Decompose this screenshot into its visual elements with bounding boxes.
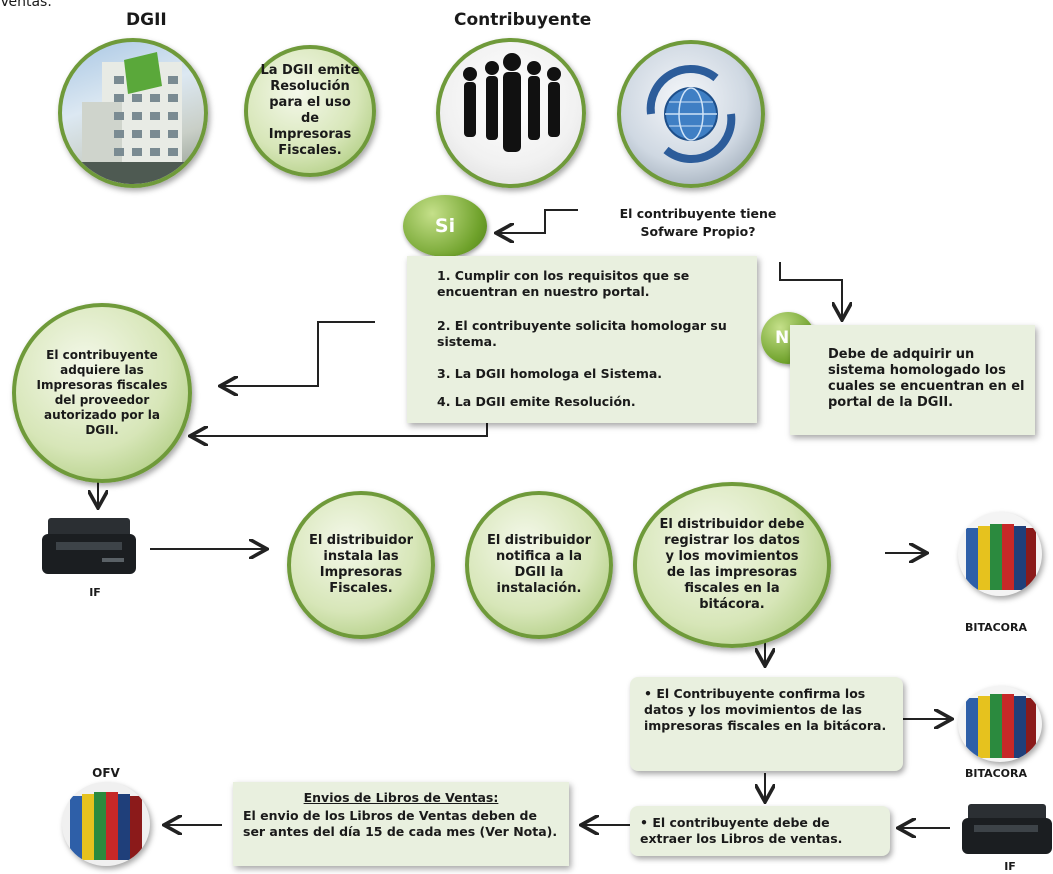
dgii-resolution-circle: La DGII emite Resolución para el uso de … bbox=[244, 45, 376, 177]
header-contribuyente: Contribuyente bbox=[454, 10, 592, 30]
notify-text: El distribuidor notifica a la DGII la in… bbox=[486, 533, 592, 596]
arrow-question-to-no bbox=[779, 262, 842, 318]
question-text: El contribuyente tiene Sofware Propio? bbox=[619, 206, 777, 239]
si-item-1: 1. Cumplir con los requisitos que se enc… bbox=[437, 268, 690, 299]
if-label-1: IF bbox=[89, 586, 101, 599]
acquire-printers-text: El contribuyente adquiere las Impresoras… bbox=[36, 348, 168, 437]
if-label-2: IF bbox=[1004, 860, 1016, 873]
dgii-building-image bbox=[58, 38, 208, 188]
arrow-box-to-acquire bbox=[192, 422, 488, 436]
envios-title: Envios de Libros de Ventas: bbox=[303, 790, 499, 805]
bitacora-binders-image-1 bbox=[958, 512, 1042, 596]
fiscal-printer-icon bbox=[42, 518, 136, 574]
software-globe-image bbox=[617, 40, 765, 188]
header-dgii: DGII bbox=[126, 10, 167, 30]
confirm-box: • El Contribuyente confirma los datos y … bbox=[630, 677, 903, 771]
binders-icon bbox=[70, 792, 142, 860]
acquire-printers-circle: El contribuyente adquiere las Impresoras… bbox=[12, 303, 192, 483]
register-text: El distribuidor debe registrar los datos… bbox=[659, 517, 805, 612]
no-box: Debe de adquirir un sistema homologado l… bbox=[790, 325, 1035, 435]
contribuyente-people-image bbox=[436, 38, 586, 188]
bitacora-label-1: BITACORA bbox=[964, 621, 1028, 634]
binders-icon bbox=[966, 524, 1036, 590]
si-badge: Si bbox=[403, 195, 487, 257]
install-circle: El distribuidor instala las Impresoras F… bbox=[287, 491, 435, 639]
dgii-resolution-text: La DGII emite Resolución para el uso de … bbox=[260, 63, 360, 158]
fiscal-printer-icon bbox=[962, 804, 1052, 854]
extract-box: • El contribuyente debe de extraer los L… bbox=[630, 806, 890, 856]
si-item-2: 2. El contribuyente solicita homologar s… bbox=[437, 318, 727, 349]
install-text: El distribuidor instala las Impresoras F… bbox=[308, 533, 414, 596]
envios-box: Envios de Libros de Ventas: El envio de … bbox=[233, 782, 569, 866]
binders-icon bbox=[966, 694, 1036, 758]
ofv-binders-image bbox=[62, 782, 150, 866]
si-requirements-box: 1. Cumplir con los requisitos que se enc… bbox=[407, 256, 757, 423]
people-silhouette-icon bbox=[463, 53, 561, 152]
envios-text: El envio de los Libros de Ventas deben d… bbox=[243, 808, 558, 839]
extract-text: • El contribuyente debe de extraer los L… bbox=[640, 815, 843, 846]
register-circle: El distribuidor debe registrar los datos… bbox=[633, 482, 831, 648]
confirm-text: • El Contribuyente confirma los datos y … bbox=[644, 686, 887, 733]
si-item-4: 4. La DGII emite Resolución. bbox=[437, 394, 636, 409]
bitacora-binders-image-2 bbox=[958, 686, 1042, 762]
bitacora-label-2: BITACORA bbox=[964, 767, 1028, 780]
ofv-label: OFV bbox=[92, 766, 120, 780]
building-icon bbox=[62, 52, 204, 184]
si-item-3: 3. La DGII homologa el Sistema. bbox=[437, 366, 663, 381]
notify-circle: El distribuidor notifica a la DGII la in… bbox=[465, 491, 613, 639]
arrow-si-to-acquire bbox=[222, 321, 375, 386]
globe-icon bbox=[646, 65, 736, 163]
no-text: Debe de adquirir un sistema homologado l… bbox=[828, 347, 1025, 410]
top-cut-text: Ventas. bbox=[0, 0, 52, 10]
arrow-question-to-si bbox=[498, 209, 578, 233]
